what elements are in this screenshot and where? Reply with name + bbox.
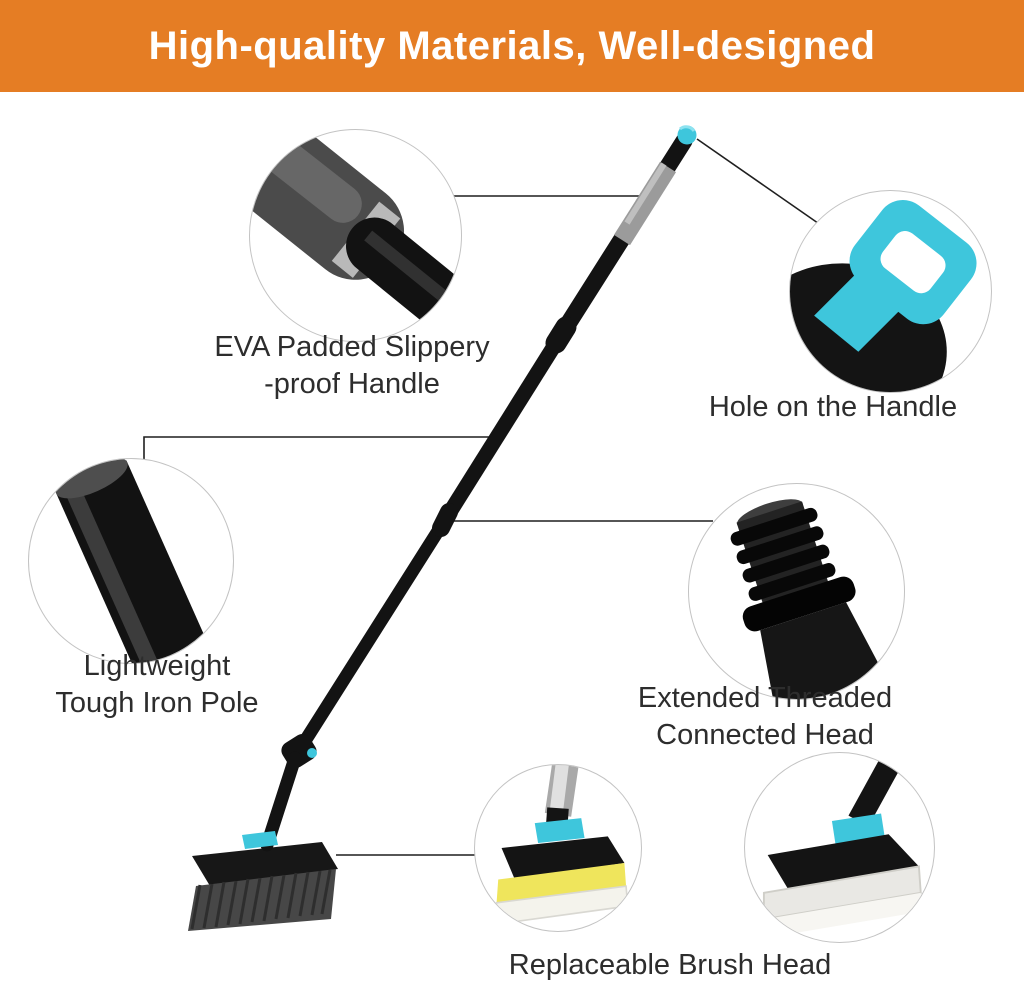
hinge-button — [307, 748, 317, 758]
release-clip — [242, 831, 278, 849]
callout-bubble-pad-head — [744, 752, 935, 943]
callout-bubble-hole-handle — [789, 190, 992, 393]
handle-tip-highlight — [679, 125, 696, 132]
header-banner: High-quality Materials, Well-designed — [0, 0, 1024, 92]
pad-head-closeup — [762, 753, 922, 939]
threaded-head-closeup — [730, 499, 894, 699]
label-line: Lightweight — [83, 650, 231, 682]
sponge-head-closeup — [494, 765, 629, 926]
header-title: High-quality Materials, Well-designed — [148, 23, 876, 68]
hole-handle-closeup — [790, 200, 977, 392]
eva-handle-closeup — [250, 130, 461, 341]
iron-pole-closeup — [55, 459, 226, 663]
label-line: Hole on the Handle — [708, 391, 958, 423]
brush-plate — [192, 842, 338, 886]
label-threaded-head: Extended Threaded Connected Head — [583, 680, 947, 754]
callout-bubble-iron-pole — [28, 458, 234, 664]
eva-grip-highlight — [624, 162, 667, 225]
label-line: Connected Head — [656, 719, 874, 751]
callout-bubble-sponge-head — [474, 764, 642, 932]
brush-neck — [260, 751, 302, 852]
label-eva-handle: EVA Padded Slippery -proof Handle — [170, 329, 534, 403]
label-line: -proof Handle — [264, 368, 440, 400]
callout-bubble-threaded-head — [688, 483, 905, 700]
label-hole-handle: Hole on the Handle — [663, 389, 1003, 426]
pole-joint-collar — [432, 503, 458, 537]
label-line: Replaceable Brush Head — [508, 949, 832, 981]
eva-grip — [613, 161, 677, 246]
label-brush-head: Replaceable Brush Head — [470, 947, 870, 984]
scrub-brush-product — [188, 125, 697, 931]
pole-lower-segment — [291, 513, 452, 759]
pole-joint-collar — [545, 316, 577, 354]
pole-middle-segment — [438, 331, 568, 524]
callout-bubble-eva-handle — [249, 129, 462, 342]
label-line: EVA Padded Slippery — [214, 331, 490, 363]
label-line: Extended Threaded — [637, 682, 893, 714]
label-iron-pole: Lightweight Tough Iron Pole — [7, 648, 307, 722]
bristle-texture — [190, 869, 332, 930]
label-line: Tough Iron Pole — [55, 687, 259, 719]
